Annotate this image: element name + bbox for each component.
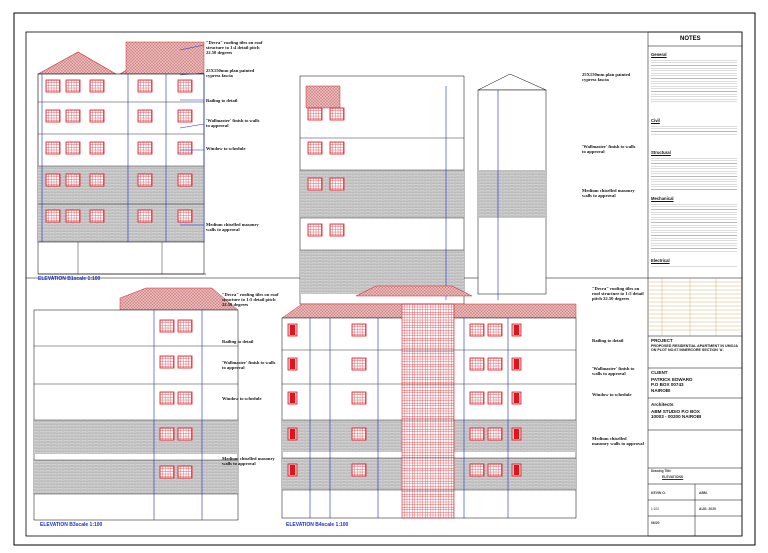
elevation-b1 xyxy=(37,41,205,275)
annotation-roof-tiles-b3: "Decra" roofing tiles on roof structure … xyxy=(222,292,279,308)
drawing-title: ELEVATIONS xyxy=(662,475,684,479)
annotation-masonry-b1: Medium chiselled masonry walls to approv… xyxy=(206,222,259,233)
annotation-window-b1: Window to schedule xyxy=(206,146,246,151)
title-block xyxy=(647,31,743,537)
checked-by: ABM. xyxy=(699,491,708,495)
civil-lines xyxy=(651,124,737,136)
architects-text: ABM STUDIO P.O BOX 10003 - 00200 NAIROBI xyxy=(651,409,702,420)
annotation-window-b3: Window to schedule xyxy=(222,396,262,401)
mechanical-heading: Mechanical xyxy=(651,196,674,201)
annotation-masonry-b4: Medium chiselled masonry walls to approv… xyxy=(592,436,644,447)
annotation-wallmaster-b3: 'Wallmaster' finish to walls to approval xyxy=(222,360,276,371)
annotation-masonry-b2: Medium chiselled masonry walls to approv… xyxy=(582,188,635,199)
revision-table xyxy=(648,278,742,336)
project-text: PROPOSED RESIDENTIAL APARTMENT IN UMOJA … xyxy=(651,344,738,353)
elevation-b4 xyxy=(281,285,577,519)
elevation-label-b1: ELEVATION B1scale 1:100 xyxy=(38,276,101,282)
annotation-wallmaster-b2: 'Wallmaster' finish to walls to approval xyxy=(582,144,636,155)
annotation-window-b4: Window to schedule xyxy=(592,392,632,397)
annotation-masonry-b3: Medium chiselled masonry walls to approv… xyxy=(222,456,275,467)
annotation-roof-tiles-b1: "Decra" roofing tiles on roof structure … xyxy=(206,40,263,56)
elevation-b3 xyxy=(33,287,239,521)
elevation-label-b3: ELEVATION B3scale 1:100 xyxy=(40,522,103,528)
annotation-wallmaster-b1: 'Wallmaster' finish to walls to approval xyxy=(206,118,260,129)
elevation-b2 xyxy=(299,73,547,305)
date: AUG. 2020 xyxy=(699,507,716,511)
notes-title: NOTES xyxy=(680,36,701,42)
project-label: PROJECT xyxy=(651,338,673,343)
annotation-railing-b4: Railing to detail xyxy=(592,338,624,343)
structural-lines xyxy=(651,156,737,190)
annotation-railing-b1: Railing to detail xyxy=(206,98,238,103)
scale: 1:100 xyxy=(651,507,659,511)
annotation-fascia-b2: 25X150mm plan painted cypress fascia xyxy=(582,72,631,83)
outer-frame xyxy=(13,12,756,546)
civil-heading: Civil xyxy=(651,118,660,123)
client-text: PATRICK EDWARD P.O BOX 00743 NAIROBI xyxy=(651,377,693,393)
sheet-number: 06/20 xyxy=(651,521,660,525)
annotation-fascia-b1: 25X150mm plan painted cypress fascia xyxy=(206,68,255,79)
annotation-wallmaster-b4: 'Wallmaster' finish to walls to approval xyxy=(592,366,635,377)
drawing-title-label: Drawing Title xyxy=(651,469,671,473)
leaders-b1 xyxy=(179,44,205,226)
general-heading: General xyxy=(651,52,667,57)
annotation-roof-tiles-b4: "Decra" roofing tiles on roof structure … xyxy=(592,286,644,302)
mechanical-lines xyxy=(651,202,737,252)
electrical-lines xyxy=(651,264,737,268)
architects-label: Architects xyxy=(651,402,674,407)
elevation-label-b4: ELEVATION B4scale 1:100 xyxy=(286,522,349,528)
drawn-by: KEVIN O. xyxy=(651,491,666,495)
general-lines xyxy=(651,58,737,102)
structural-heading: Structural xyxy=(651,150,671,155)
annotation-railing-b3: Railing to detail xyxy=(222,339,254,344)
electrical-heading: Electrical xyxy=(651,258,670,263)
client-label: CLIENT xyxy=(651,370,668,375)
